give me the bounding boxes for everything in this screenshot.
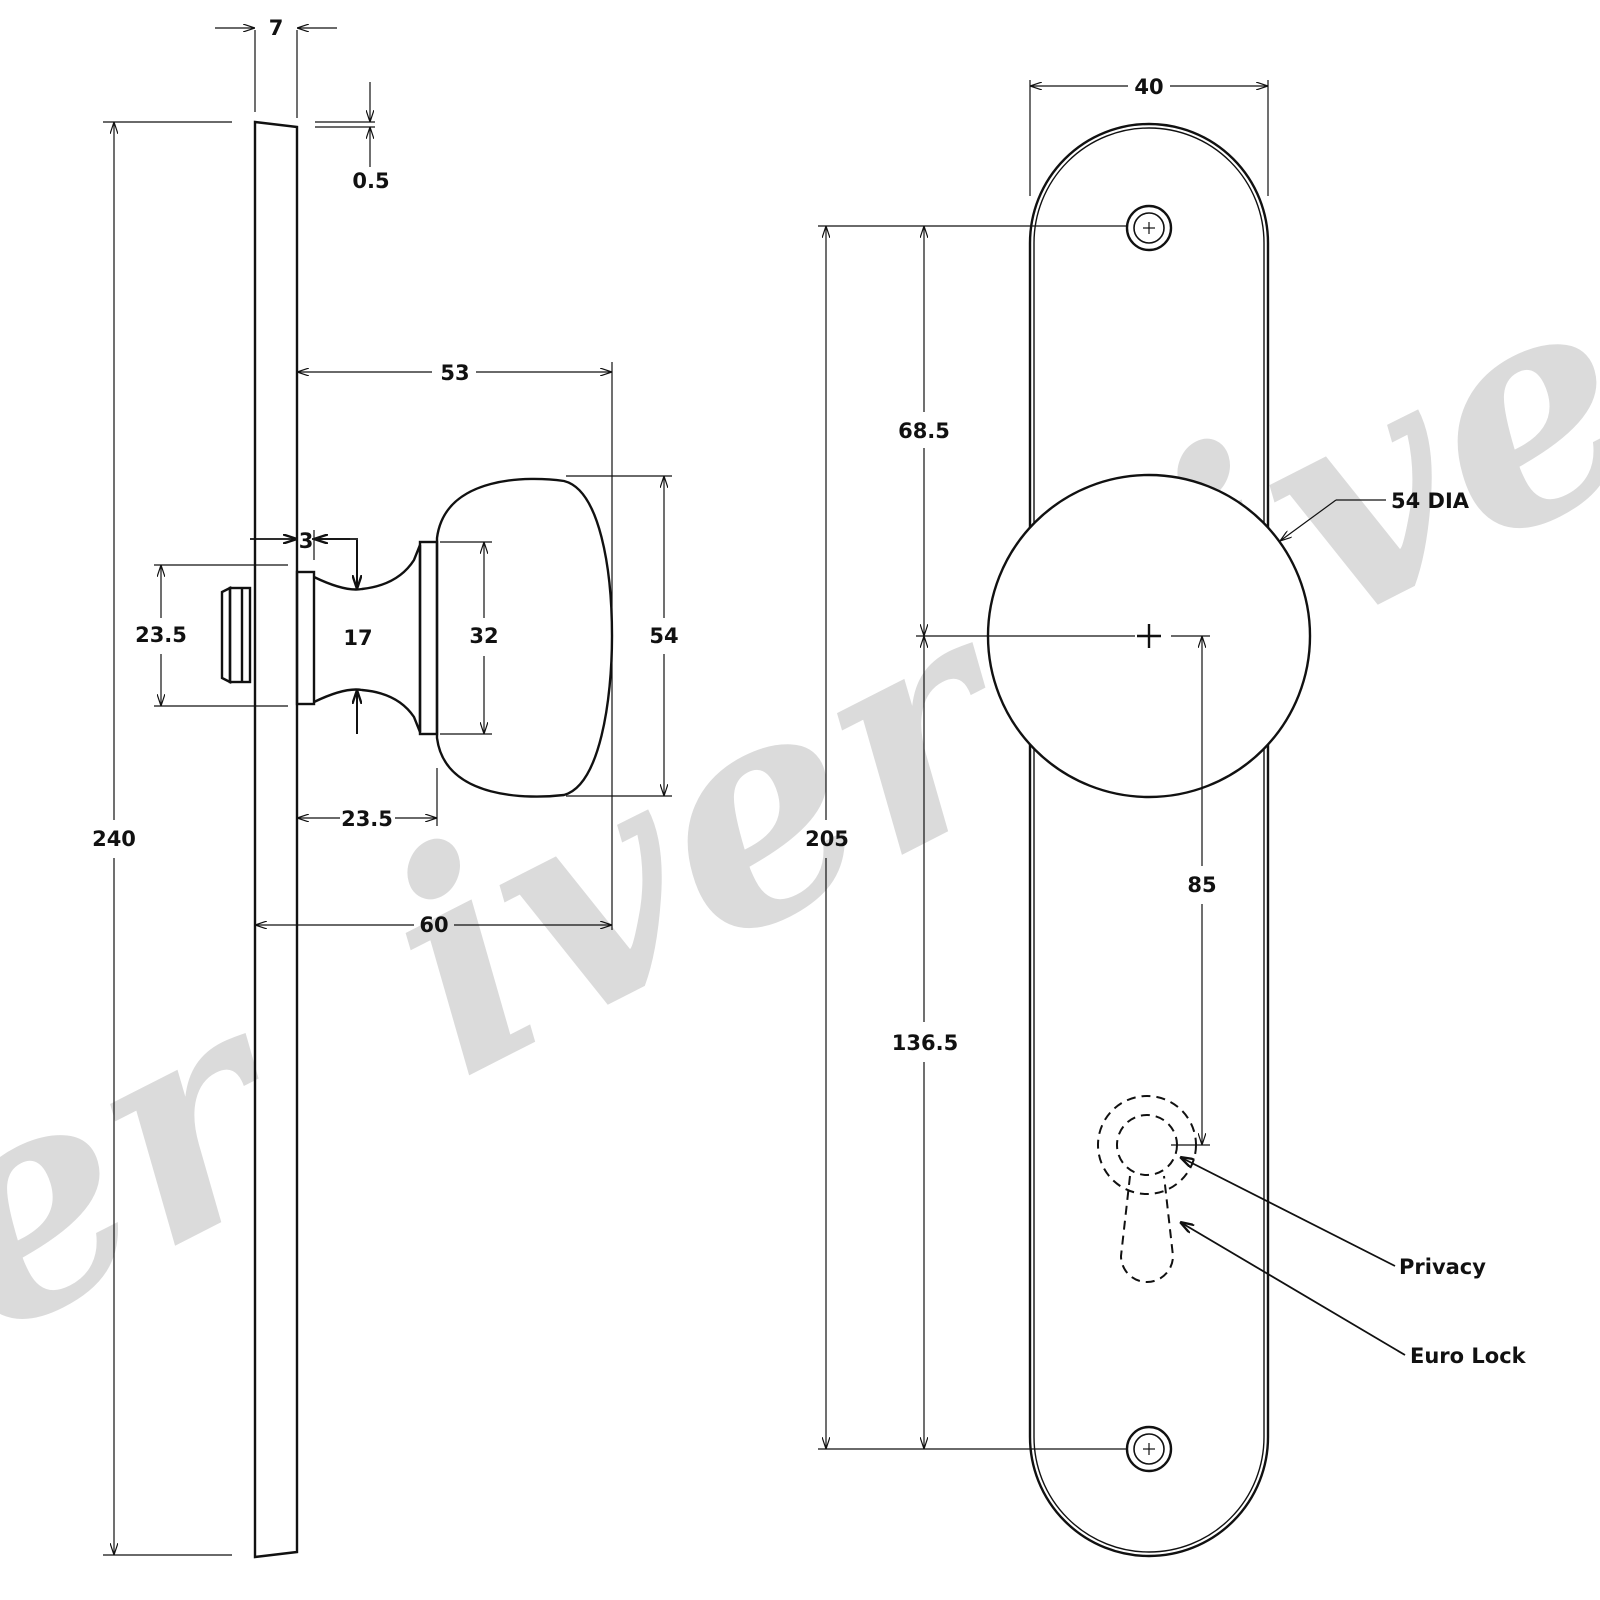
side-dim-projection-to-rose: 53 <box>440 361 469 385</box>
front-dim-fixing-centres: 205 <box>805 827 849 851</box>
side-rose <box>295 570 316 706</box>
side-view: 7 0.5 240 53 54 32 17 <box>92 16 679 1559</box>
side-dim-rose-gap: 3 <box>299 529 314 553</box>
side-dim-collar-diameter: 32 <box>469 624 498 648</box>
watermark-text-left: er <box>0 921 351 1403</box>
front-view: 40 205 68.5 136.5 85 54 DIA Privacy Eur <box>805 75 1527 1558</box>
front-fixing-screw-bottom <box>1125 1425 1173 1473</box>
front-backplate-outer <box>1028 122 1270 1558</box>
side-dim-neck-diameter: 17 <box>343 626 372 650</box>
side-backplate <box>253 120 299 1559</box>
front-dim-plate-width: 40 <box>1134 75 1163 99</box>
side-dim-spindle-height: 23.5 <box>135 623 187 647</box>
side-dim-taper: 0.5 <box>352 169 389 193</box>
side-dim-knob-diameter: 54 <box>649 624 678 648</box>
front-label-privacy: Privacy <box>1399 1255 1486 1279</box>
side-dim-neck-length: 23.5 <box>341 807 393 831</box>
front-euro-lock-outline <box>1119 1175 1175 1283</box>
watermark: er iver iver <box>0 130 1600 1403</box>
front-leader-privacy <box>1180 1157 1396 1267</box>
front-privacy-inner <box>1116 1114 1178 1176</box>
front-backplate-inner <box>1033 127 1265 1553</box>
front-dim-fixing-to-knob: 68.5 <box>898 419 950 443</box>
side-dim-plate-height: 240 <box>92 827 136 851</box>
front-leader-knob-dia <box>1280 499 1337 541</box>
side-dim-total-projection: 60 <box>419 913 448 937</box>
front-dim-knob-to-fixing: 136.5 <box>892 1031 958 1055</box>
watermark-text-middle: iver <box>332 530 1078 1143</box>
front-label-euro-lock: Euro Lock <box>1410 1344 1527 1368</box>
side-spindle-body <box>228 586 252 684</box>
front-fixing-screw-top <box>1125 204 1173 252</box>
side-dim-plate-thickness: 7 <box>269 16 284 40</box>
front-dim-knob-to-cylinder: 85 <box>1187 873 1216 897</box>
front-leader-euro-lock <box>1180 1222 1406 1356</box>
front-label-knob-dia: 54 DIA <box>1391 489 1470 513</box>
side-knob-collar <box>418 540 439 736</box>
